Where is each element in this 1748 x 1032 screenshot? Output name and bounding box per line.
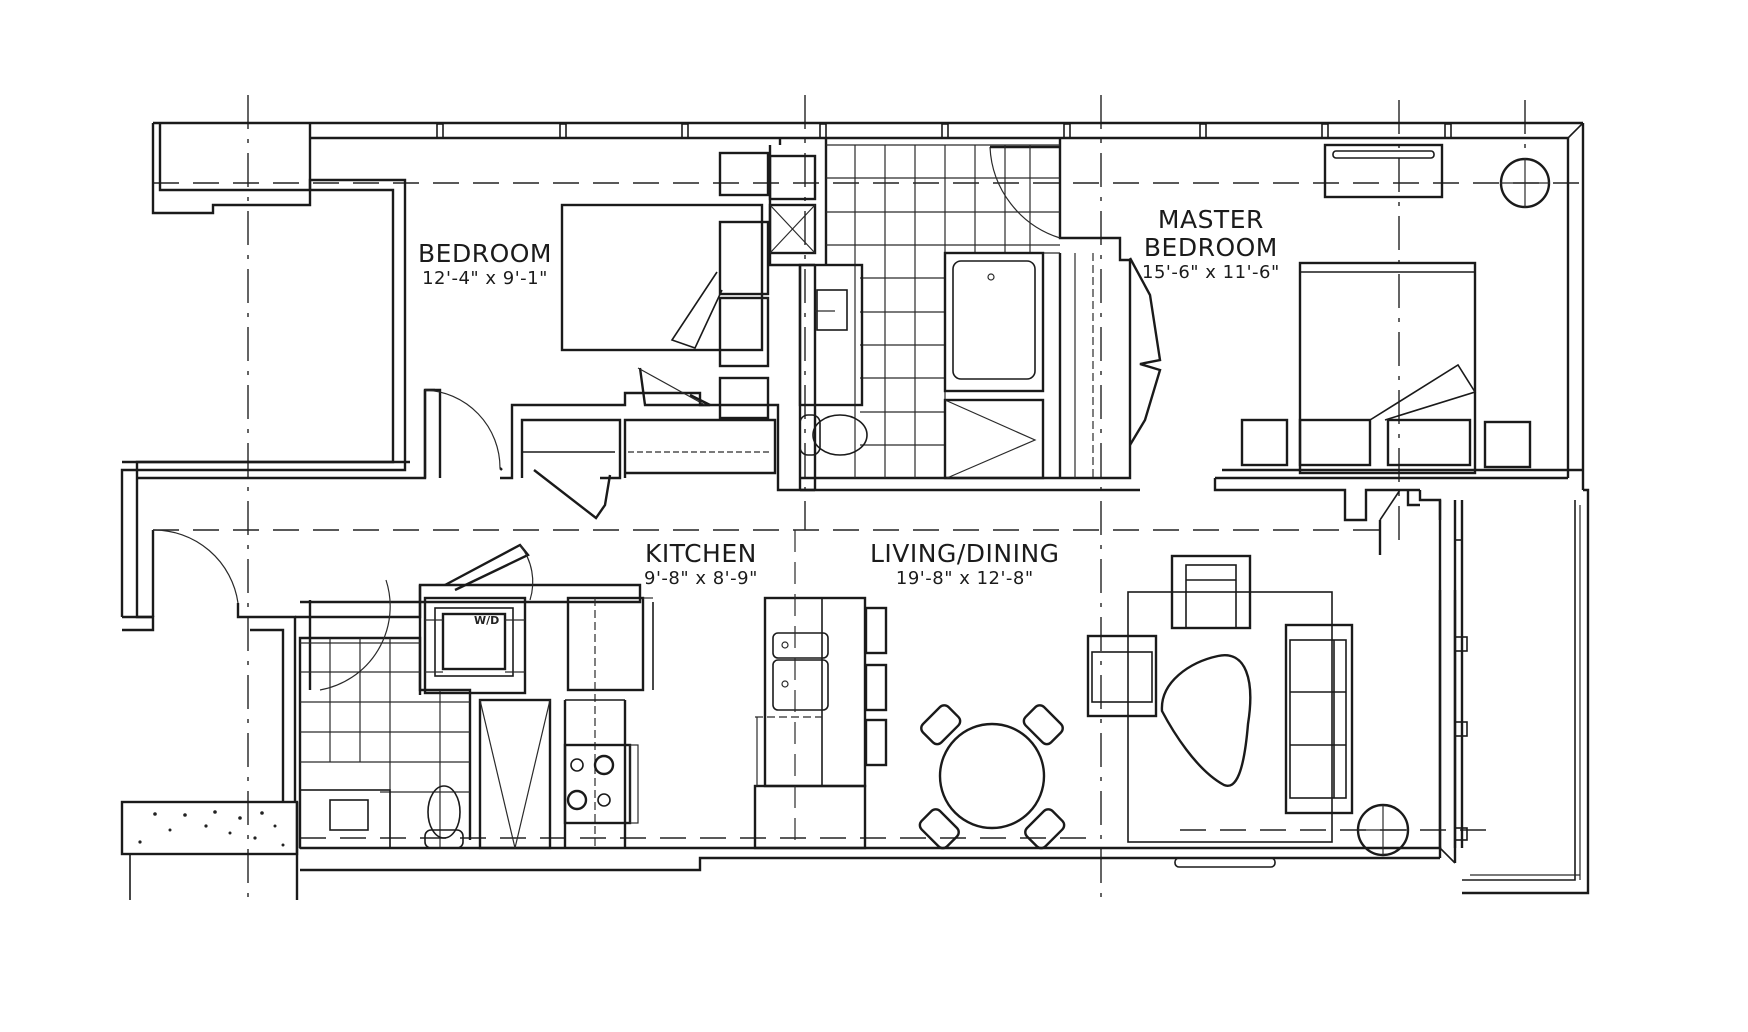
bath-sink <box>816 289 848 331</box>
room-name: BEDROOM <box>418 239 552 268</box>
nightstand-right <box>1483 420 1532 469</box>
dining-table-set <box>918 704 1066 850</box>
room-dimensions: 15'-6" x 11'-6" <box>1142 262 1280 283</box>
concrete-hatch <box>138 810 285 847</box>
washer-dryer <box>423 596 527 695</box>
room-dimensions: 19'-8" x 12'-8" <box>895 568 1034 589</box>
dresser-drawer <box>718 296 770 368</box>
living-room-furniture <box>1086 554 1410 868</box>
stool <box>864 663 888 712</box>
bathroom-main <box>768 144 1060 480</box>
area-rug <box>1127 591 1333 843</box>
room-label-living-dining: LIVING/DINING 19'-8" x 12'-8" <box>870 540 1060 590</box>
room-name: KITCHEN <box>645 539 757 568</box>
hvac-unit <box>1323 143 1444 199</box>
bed-small <box>560 203 764 352</box>
sink-icon <box>329 799 369 831</box>
bulkhead-dashed-lines <box>153 182 1583 839</box>
balcony-sliding-door <box>1454 500 1581 880</box>
room-label-bedroom: BEDROOM 12'-4" x 9'-1" <box>418 240 552 290</box>
bedroom-furniture <box>560 151 770 420</box>
pillow <box>1386 418 1472 467</box>
doors <box>151 145 1162 691</box>
toilet-icon <box>799 414 868 456</box>
room-name-line2: BEDROOM <box>1143 233 1278 262</box>
armchair <box>1086 634 1158 718</box>
bathroom-2 <box>299 638 552 850</box>
coffee-table <box>1160 654 1252 787</box>
dresser-drawer <box>718 220 770 296</box>
room-label-master-bedroom: MASTER BEDROOM 15'-6" x 11'-6" <box>1142 206 1280 284</box>
bed-queen <box>1298 261 1477 475</box>
fridge <box>566 596 645 692</box>
stool <box>864 718 888 767</box>
column-marker-icon <box>1499 157 1551 209</box>
nightstand-left <box>1240 418 1289 467</box>
kitchen-island <box>763 596 867 788</box>
room-name-line1: MASTER <box>1157 205 1264 234</box>
room-name: LIVING/DINING <box>870 539 1060 568</box>
window-mullions <box>436 123 1452 139</box>
toilet-icon <box>424 785 464 849</box>
stool <box>864 606 888 655</box>
column-marker-icon <box>1356 803 1410 857</box>
master-bedroom-furniture <box>1240 143 1551 475</box>
duct-shaft <box>768 203 817 255</box>
nightstand-lower <box>718 376 770 420</box>
stove-icon <box>563 743 639 825</box>
washer-dryer-label: W/D <box>474 614 500 627</box>
room-label-kitchen: KITCHEN 9'-8" x 8'-9" <box>644 540 758 590</box>
structural-grid-lines <box>247 95 1526 905</box>
nightstand <box>718 151 770 197</box>
sofa <box>1284 623 1354 815</box>
pillow <box>1298 418 1372 467</box>
room-dimensions: 9'-8" x 8'-9" <box>644 568 758 589</box>
kitchen-fixtures <box>563 530 888 850</box>
bathtub-icon <box>943 251 1045 393</box>
shower-icon <box>943 398 1045 480</box>
baseboard-heater <box>1174 857 1276 868</box>
double-sink-icon <box>772 632 829 711</box>
room-dimensions: 12'-4" x 9'-1" <box>422 268 548 289</box>
